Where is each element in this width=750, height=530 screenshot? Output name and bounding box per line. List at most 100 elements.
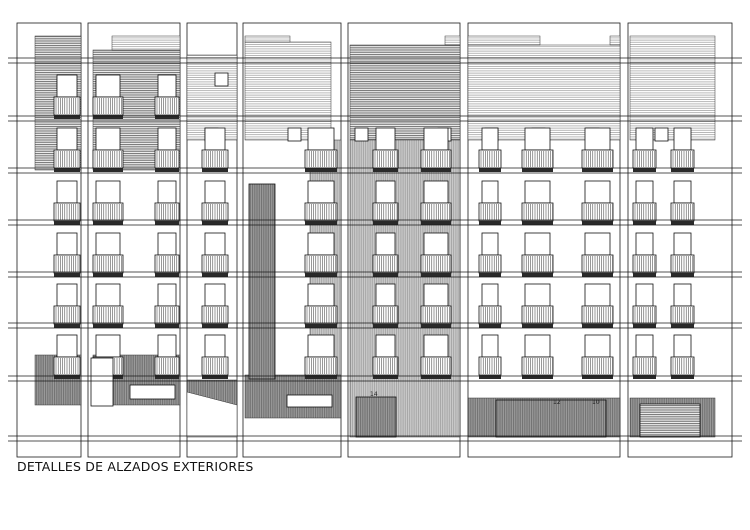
window xyxy=(375,180,396,204)
window xyxy=(524,232,551,256)
balcony xyxy=(53,356,81,379)
window xyxy=(524,180,551,204)
balcony xyxy=(581,305,614,328)
window xyxy=(673,334,692,358)
panel-frame xyxy=(186,22,238,458)
window xyxy=(673,232,692,256)
balcony xyxy=(201,149,229,172)
window xyxy=(204,232,226,256)
entrance-door xyxy=(355,396,397,438)
window xyxy=(157,127,177,151)
balcony xyxy=(154,202,180,225)
window xyxy=(481,283,499,307)
cladding-panel xyxy=(629,35,716,141)
window xyxy=(584,232,611,256)
balcony xyxy=(304,356,338,379)
window xyxy=(157,283,177,307)
balcony xyxy=(201,305,229,328)
balcony xyxy=(581,254,614,277)
mailbox-panel xyxy=(129,384,176,400)
balcony xyxy=(53,202,81,225)
window xyxy=(157,180,177,204)
balcony xyxy=(304,202,338,225)
window xyxy=(481,232,499,256)
cladding-panel xyxy=(111,35,181,51)
window xyxy=(56,180,78,204)
cladding-panel xyxy=(467,44,621,141)
balcony xyxy=(632,202,657,225)
balcony xyxy=(201,356,229,379)
window xyxy=(307,232,335,256)
balcony xyxy=(632,149,657,172)
window xyxy=(157,232,177,256)
balcony xyxy=(201,202,229,225)
balcony xyxy=(304,254,338,277)
balcony xyxy=(154,96,180,119)
window xyxy=(524,283,551,307)
balcony xyxy=(670,356,695,379)
window xyxy=(481,180,499,204)
entrance-number: 14 xyxy=(370,391,378,398)
window xyxy=(95,334,121,358)
window xyxy=(375,334,396,358)
balcony xyxy=(632,254,657,277)
window xyxy=(423,180,449,204)
window xyxy=(375,283,396,307)
floor-lines xyxy=(8,57,742,442)
balcony xyxy=(581,149,614,172)
window xyxy=(204,334,226,358)
entrance-number: 12 xyxy=(553,399,561,406)
window-openings xyxy=(53,72,695,379)
balcony xyxy=(372,254,399,277)
window xyxy=(56,232,78,256)
balcony xyxy=(521,254,554,277)
window xyxy=(584,283,611,307)
window xyxy=(673,180,692,204)
balcony xyxy=(92,202,124,225)
balcony xyxy=(420,149,452,172)
window xyxy=(673,283,692,307)
window xyxy=(354,127,369,142)
shop-window xyxy=(495,399,607,438)
balcony xyxy=(670,254,695,277)
balcony xyxy=(478,149,502,172)
window xyxy=(157,74,177,98)
window xyxy=(635,334,654,358)
window xyxy=(56,127,78,151)
cladding-panel xyxy=(244,41,332,141)
balcony xyxy=(420,254,452,277)
window xyxy=(204,180,226,204)
balcony xyxy=(154,305,180,328)
window xyxy=(481,334,499,358)
balcony xyxy=(154,254,180,277)
mailbox-panel xyxy=(286,394,333,408)
window xyxy=(375,232,396,256)
balcony xyxy=(632,356,657,379)
window xyxy=(481,127,499,151)
window xyxy=(584,180,611,204)
window xyxy=(635,232,654,256)
balcony xyxy=(670,149,695,172)
window xyxy=(584,334,611,358)
cladding-panel xyxy=(244,35,291,43)
window xyxy=(307,127,335,151)
window xyxy=(287,127,302,142)
window xyxy=(95,127,121,151)
entrance-door xyxy=(90,357,114,407)
window xyxy=(423,334,449,358)
window xyxy=(204,283,226,307)
window xyxy=(673,127,692,151)
window xyxy=(56,74,78,98)
window xyxy=(307,283,335,307)
window xyxy=(635,180,654,204)
entrance-number: 10 xyxy=(592,399,600,406)
window xyxy=(524,334,551,358)
balcony xyxy=(581,202,614,225)
balcony xyxy=(154,356,180,379)
window xyxy=(95,283,121,307)
balcony xyxy=(92,149,124,172)
window xyxy=(654,127,669,142)
balcony xyxy=(92,305,124,328)
balcony xyxy=(581,356,614,379)
window xyxy=(375,127,396,151)
